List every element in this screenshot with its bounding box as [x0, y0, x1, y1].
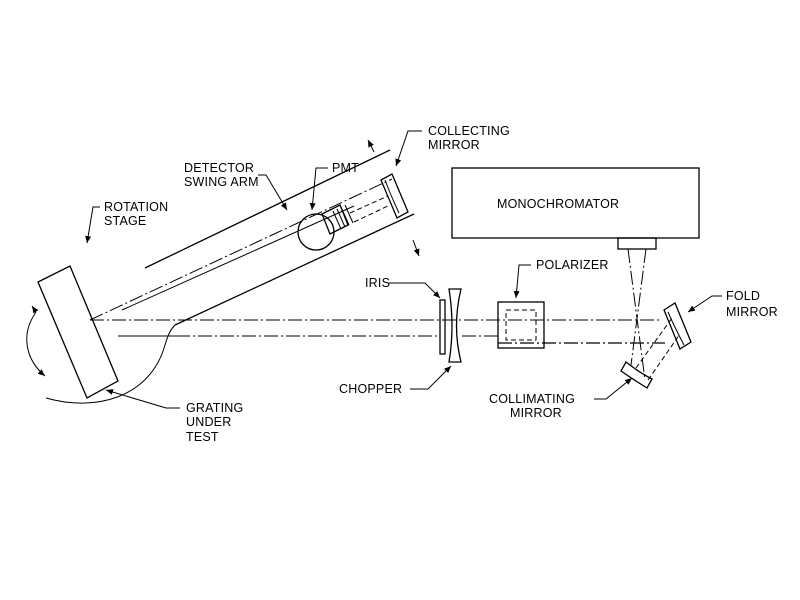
monochromator-label: MONOCHROMATOR: [497, 197, 619, 211]
main-beam: [90, 319, 665, 344]
leader-lines: [85, 130, 722, 409]
collimating-mirror-label-2: MIRROR: [510, 406, 562, 420]
rotation-arc-arrow: [26, 311, 46, 377]
pmt-label: PMT: [332, 161, 359, 175]
fold-mirror-label-2: MIRROR: [726, 305, 778, 319]
iris-label: IRIS: [365, 276, 390, 290]
grating-under-test-label-2: UNDER: [186, 415, 231, 429]
detector-swing-arm-label-2: SWING ARM: [184, 175, 259, 189]
collecting-mirror-label-1: COLLECTING: [428, 124, 510, 138]
monochromator: [451, 167, 700, 250]
collecting-mirror-label-2: MIRROR: [428, 138, 480, 152]
collecting-mirror: [380, 173, 409, 219]
rotation-stage-arc: [45, 324, 176, 404]
rotation-stage-label-2: STAGE: [104, 214, 146, 228]
chopper: [448, 288, 462, 363]
polarizer-label: POLARIZER: [536, 258, 609, 272]
swing-arrow-up: [367, 139, 375, 153]
grating-under-test-label-3: TEST: [186, 430, 219, 444]
rotation-stage-label-1: ROTATION: [104, 200, 168, 214]
fold-mirror-label-1: FOLD: [726, 289, 760, 303]
monochromator-beams: [627, 248, 681, 381]
collimating-mirror: [620, 361, 653, 389]
iris: [439, 299, 446, 355]
grating-under-test-label-1: GRATING: [186, 401, 243, 415]
pmt: [297, 195, 391, 251]
chopper-label: CHOPPER: [339, 382, 402, 396]
collimating-mirror-label-1: COLLIMATING: [489, 392, 575, 406]
rotation-arc-arrow-start: [31, 305, 39, 314]
polarizer: [497, 301, 545, 349]
detector-swing-arm-label-1: DETECTOR: [184, 161, 254, 175]
grating-under-test: [37, 265, 119, 399]
fold-mirror: [663, 302, 692, 350]
detector-swing-arm: [89, 149, 415, 326]
swing-arrow-down: [412, 239, 420, 257]
